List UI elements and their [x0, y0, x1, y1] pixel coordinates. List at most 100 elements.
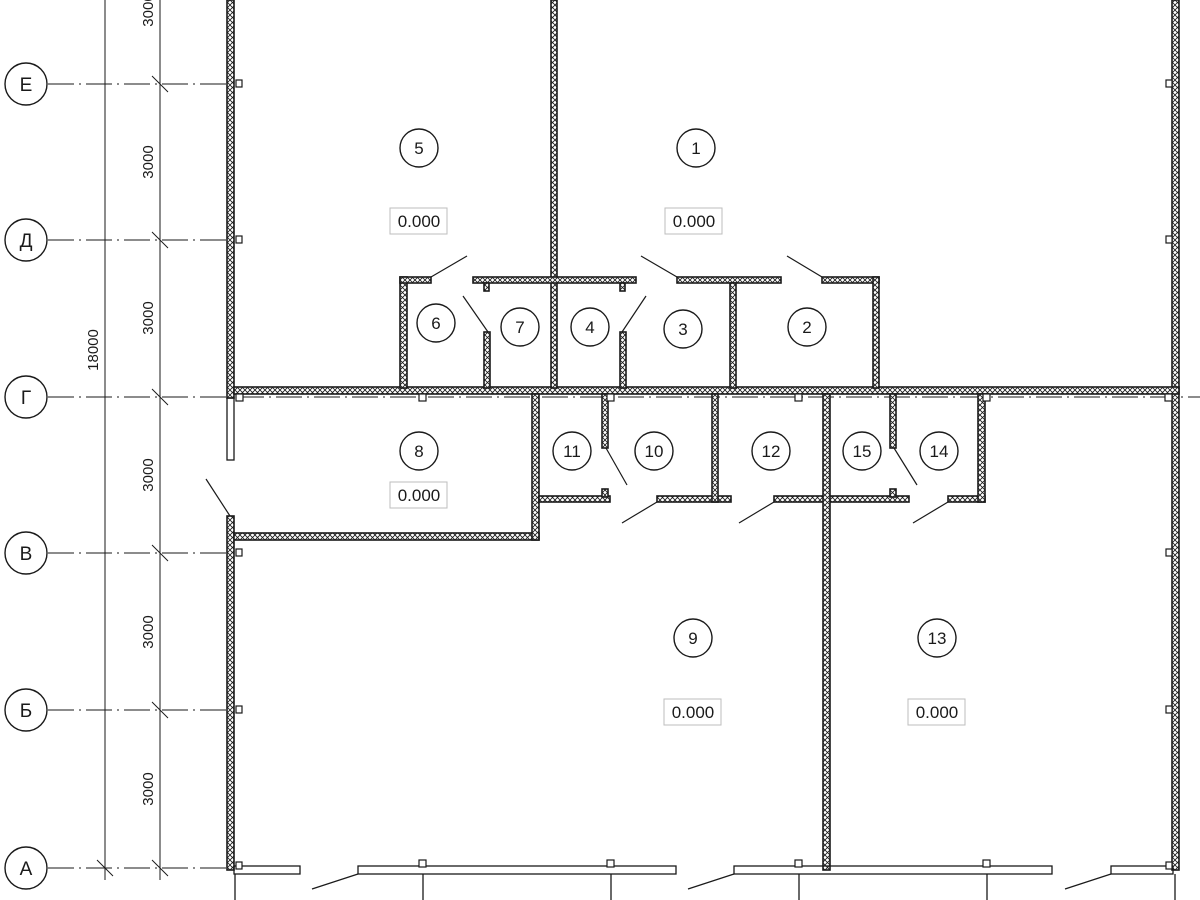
- room-number-11: 11: [552, 431, 592, 471]
- wall-room10-bottom: [656, 495, 732, 503]
- door-swing: [605, 447, 628, 486]
- wall-room8-right: [531, 393, 540, 541]
- door-swing: [893, 447, 918, 486]
- svg-text:Е: Е: [20, 75, 33, 96]
- svg-text:2: 2: [802, 318, 811, 337]
- grid-axis-lines: [48, 83, 1200, 869]
- svg-text:0.000: 0.000: [398, 212, 441, 231]
- door-swing: [621, 501, 658, 524]
- door-swing: [621, 295, 647, 333]
- room-number-9: 9: [673, 618, 713, 658]
- axis-bubble-D: Д: [4, 218, 48, 262]
- room-number-5: 5: [399, 128, 439, 168]
- wall-between-5-1: [550, 0, 558, 389]
- svg-text:7: 7: [515, 318, 524, 337]
- svg-text:1: 1: [691, 139, 700, 158]
- svg-text:4: 4: [585, 318, 594, 337]
- svg-text:11: 11: [563, 442, 581, 461]
- window: [733, 865, 1053, 875]
- svg-text:0.000: 0.000: [398, 486, 441, 505]
- svg-text:8: 8: [414, 442, 423, 461]
- room-number-14: 14: [919, 431, 959, 471]
- axis-bubble-B: Б: [4, 688, 48, 732]
- level-mark-room-8: 0.000: [389, 481, 448, 509]
- entrance-door: [205, 397, 235, 517]
- wall-room8-bottom: [233, 532, 540, 541]
- wall-room3-top: [676, 276, 782, 284]
- wall-room2-right: [872, 276, 880, 389]
- column-marks: [235, 79, 1173, 870]
- svg-text:14: 14: [930, 442, 949, 461]
- dimension-label: 3000: [140, 0, 157, 27]
- svg-text:9: 9: [688, 629, 697, 648]
- windows-axis-A: [233, 865, 1176, 900]
- axis-bubble-E: Е: [4, 62, 48, 106]
- wall-exterior-left-upper: [226, 0, 235, 399]
- wall-exterior-left-lower: [226, 515, 235, 871]
- wall-between-9-13: [822, 393, 831, 871]
- wall-room6-left: [399, 276, 408, 389]
- door-swing: [786, 255, 823, 278]
- door-swing: [738, 501, 775, 524]
- door-swing: [462, 295, 489, 333]
- axis-bubble-A: А: [4, 846, 48, 890]
- room-number-7: 7: [500, 307, 540, 347]
- wall-axis-G: [233, 386, 1180, 395]
- wall-stub: [601, 488, 609, 498]
- svg-text:13: 13: [928, 629, 947, 648]
- wall-room6-top: [399, 276, 432, 284]
- room-number-10: 10: [634, 431, 674, 471]
- svg-text:12: 12: [762, 442, 781, 461]
- level-mark-room-1: 0.000: [664, 207, 723, 235]
- wall-between-3-2: [729, 282, 737, 389]
- room-number-6: 6: [416, 303, 456, 343]
- dimension-label: 3000: [140, 615, 157, 648]
- wall-room4-right: [619, 331, 627, 389]
- walls: [226, 0, 1180, 871]
- level-mark-room-5: 0.000: [389, 207, 448, 235]
- svg-text:3: 3: [678, 320, 687, 339]
- level-mark-room-9: 0.000: [663, 698, 722, 726]
- wall-room6-right: [483, 331, 491, 389]
- room-number-2: 2: [787, 307, 827, 347]
- wall-room2-top: [821, 276, 880, 284]
- svg-text:10: 10: [645, 442, 664, 461]
- dimension-label: 3000: [140, 458, 157, 491]
- room-number-4: 4: [570, 307, 610, 347]
- wall-room14-right: [977, 393, 986, 503]
- wall-rooms-7-4-top: [472, 276, 637, 284]
- wall-between-10-12: [711, 393, 719, 503]
- door-swing: [430, 255, 468, 278]
- svg-text:В: В: [20, 544, 33, 565]
- wall-stub: [889, 488, 897, 498]
- door-swing: [640, 255, 678, 278]
- window: [233, 865, 301, 875]
- axis-bubble-V: В: [4, 531, 48, 575]
- room-number-13: 13: [917, 618, 957, 658]
- wall-between-11-10: [601, 393, 609, 449]
- svg-text:А: А: [20, 859, 33, 880]
- svg-text:5: 5: [414, 139, 423, 158]
- axis-bubbles: Е Д Г В Б А: [4, 62, 48, 890]
- wall-between-15-14: [889, 393, 897, 449]
- svg-text:0.000: 0.000: [916, 703, 959, 722]
- level-mark-room-13: 0.000: [907, 698, 966, 726]
- room-number-3: 3: [663, 309, 703, 349]
- wall-exterior-right: [1171, 0, 1180, 871]
- door-swing: [912, 501, 949, 524]
- dimension-chain: 3000 3000 3000 3000 3000 3000 18000: [85, 0, 169, 880]
- dimension-total-label: 18000: [85, 329, 102, 371]
- window: [357, 865, 677, 875]
- svg-text:6: 6: [431, 314, 440, 333]
- room-number-12: 12: [751, 431, 791, 471]
- window: [1110, 865, 1174, 875]
- svg-text:15: 15: [853, 442, 872, 461]
- wall-room12-bottom: [773, 495, 910, 503]
- room-number-1: 1: [676, 128, 716, 168]
- svg-text:0.000: 0.000: [672, 703, 715, 722]
- level-marks: 0.000 0.000 0.000 0.000 0.000: [389, 207, 966, 726]
- room-number-8: 8: [399, 431, 439, 471]
- door-swings: [430, 255, 949, 524]
- svg-text:Г: Г: [21, 388, 31, 409]
